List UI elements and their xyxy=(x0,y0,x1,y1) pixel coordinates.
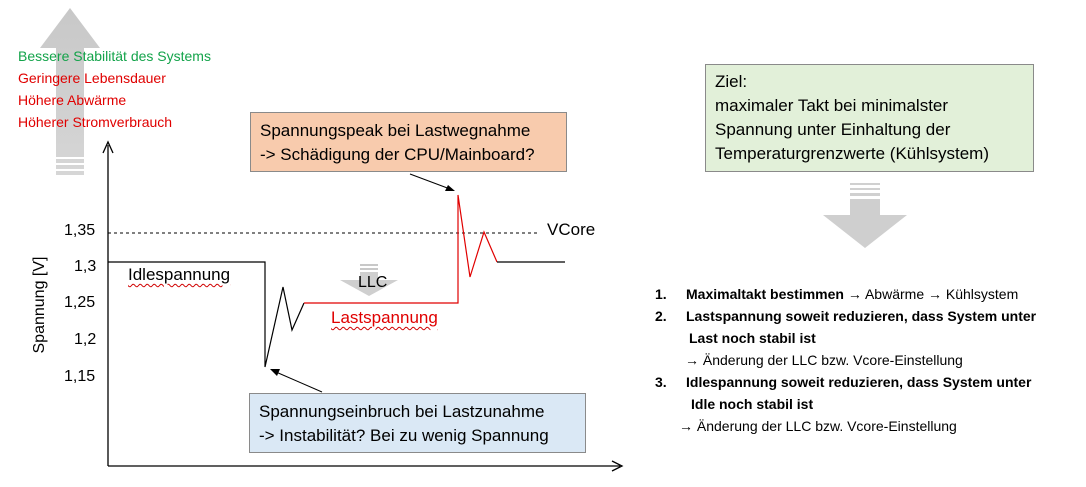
step-3-text: Idlespannung soweit reduzieren, dass Sys… xyxy=(686,374,1032,390)
step-1-cooling: Kühlsystem xyxy=(945,286,1019,302)
load-voltage-label: Lastspannung xyxy=(331,308,438,327)
step-number: 2. xyxy=(655,308,667,324)
goal-title: Ziel: xyxy=(715,72,748,91)
peak-callout-line2: -> Schädigung der CPU/Mainboard? xyxy=(260,145,535,164)
drop-callout-line1: Spannungseinbruch bei Lastzunahme xyxy=(259,402,545,421)
y-tick-label: 1,2 xyxy=(74,331,97,348)
vcore-label: VCore xyxy=(547,220,596,239)
llc-label: LLC xyxy=(358,274,388,291)
goal-line: Spannung unter Einhaltung der xyxy=(715,120,951,139)
step-3-sub-text: Änderung der LLC bzw. Vcore-Einstellung xyxy=(696,418,957,434)
step-2-sub-text: Änderung der LLC bzw. Vcore-Einstellung xyxy=(702,352,963,368)
step-1: 1. Maximaltakt bestimmen → Abwärme → Kühl… xyxy=(655,283,1036,305)
step-2-cont: Last noch stabil ist xyxy=(655,327,1036,349)
arrow-right-icon: → xyxy=(685,352,699,368)
drop-callout-line2: -> Instabilität? Bei zu wenig Spannung xyxy=(259,426,549,445)
peak-pointer-arrow xyxy=(409,173,455,191)
step-1-text: Maximaltakt bestimmen xyxy=(686,286,844,302)
increase-arrow-icon xyxy=(40,8,100,175)
y-tick-label: 1,15 xyxy=(64,368,96,385)
step-2: 2. Lastspannung soweit reduzieren, dass S… xyxy=(655,305,1036,327)
effect-lifetime: Geringere Lebensdauer xyxy=(18,70,166,86)
chart-axes xyxy=(102,140,624,472)
llc-down-arrow-icon xyxy=(340,264,398,296)
goal-line: maximaler Takt bei minimalster xyxy=(715,96,949,115)
idle-voltage-label: Idlespannung xyxy=(128,265,231,284)
y-axis-label: Spannung [V] xyxy=(31,256,48,354)
y-tick-label: 1,3 xyxy=(74,258,97,275)
arrow-right-icon: → xyxy=(847,286,862,302)
goal-down-arrow-icon xyxy=(823,183,907,248)
step-number: 3. xyxy=(655,374,667,390)
step-number: 1. xyxy=(655,286,667,302)
drop-pointer-arrow xyxy=(270,369,323,393)
drop-callout: Spannungseinbruch bei Lastzunahme -> Ins… xyxy=(249,393,586,453)
steps-list: 1. Maximaltakt bestimmen → Abwärme → Kühl… xyxy=(655,283,1036,437)
goal-box: Ziel: maximaler Takt bei minimalster Spa… xyxy=(705,64,1034,172)
arrow-right-icon: → xyxy=(679,418,693,434)
effect-heat: Höhere Abwärme xyxy=(18,92,127,108)
y-tick-label: 1,25 xyxy=(64,294,96,311)
step-2-sub: → Änderung der LLC bzw. Vcore-Einstellun… xyxy=(655,349,1036,371)
load-voltage-line xyxy=(304,194,498,304)
step-2-text: Lastspannung soweit reduzieren, dass Sys… xyxy=(686,308,1037,324)
effect-power: Höherer Stromverbrauch xyxy=(18,114,173,130)
y-tick-label: 1,35 xyxy=(64,222,96,239)
step-2-text-cont: Last noch stabil ist xyxy=(689,330,816,346)
idle-voltage-line xyxy=(108,261,305,368)
step-3: 3. Idlespannung soweit reduzieren, dass S… xyxy=(655,371,1036,393)
step-1-heat: Abwärme xyxy=(864,286,925,302)
goal-line: Temperaturgrenzwerte (Kühlsystem) xyxy=(715,144,989,163)
effect-stability: Bessere Stabilität des Systems xyxy=(18,48,211,64)
peak-callout-line1: Spannungspeak bei Lastwegnahme xyxy=(260,121,531,140)
step-3-sub: → Änderung der LLC bzw. Vcore-Einstellun… xyxy=(655,415,1036,437)
step-3-cont: Idle noch stabil ist xyxy=(655,393,1036,415)
arrow-right-icon: → xyxy=(928,286,942,302)
step-3-text-cont: Idle noch stabil ist xyxy=(691,396,814,412)
peak-callout: Spannungspeak bei Lastwegnahme -> Schädi… xyxy=(250,112,567,172)
